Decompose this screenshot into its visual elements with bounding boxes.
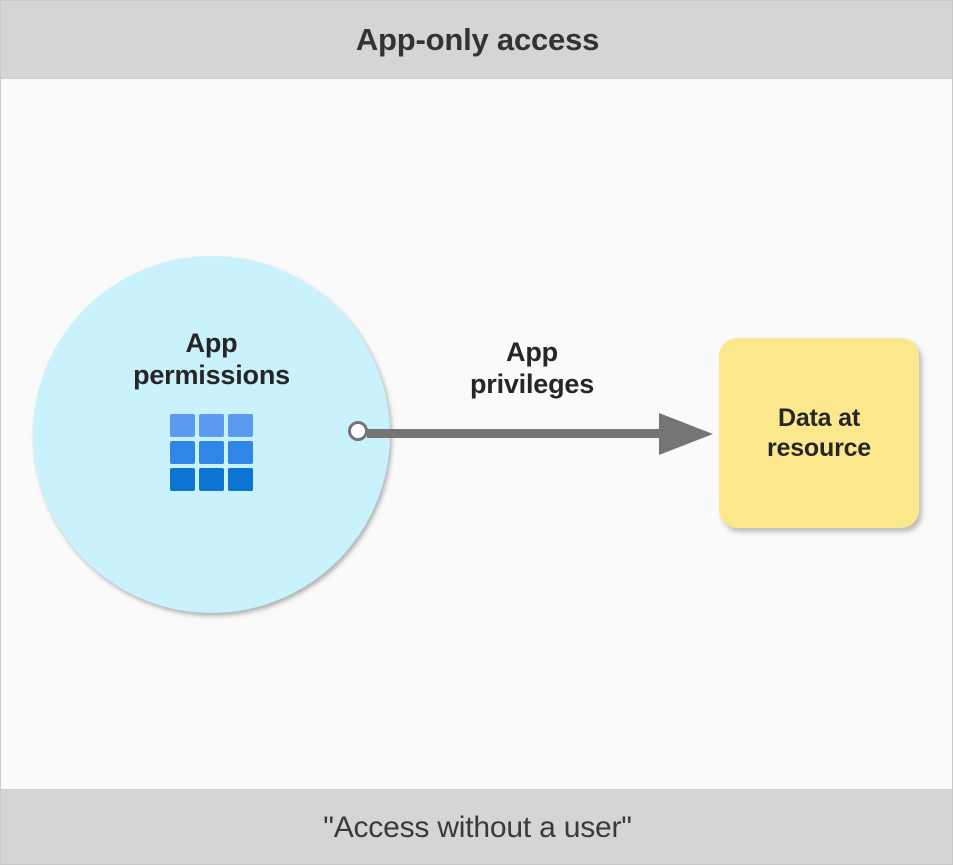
- diagram-canvas: App permissions App privileges D: [1, 79, 952, 789]
- diagram-header-band: App-only access: [1, 1, 952, 79]
- grid-cell: [170, 440, 195, 464]
- grid-cell: [228, 413, 253, 437]
- grid-cell: [199, 440, 224, 464]
- diagram-footer-band: "Access without a user": [1, 789, 952, 864]
- grid-cell: [228, 440, 253, 464]
- grid-cell: [199, 413, 224, 437]
- node-data-at-resource[interactable]: Data at resource: [719, 338, 919, 528]
- page-title: App-only access: [355, 22, 600, 57]
- node-data-at-resource-label: Data at resource: [766, 404, 871, 462]
- node-app-permissions-label: App permissions: [133, 328, 290, 390]
- edge-label-app-privileges: App privileges: [469, 337, 595, 399]
- grid-cell: [199, 467, 224, 491]
- node-app-permissions[interactable]: App permissions: [33, 256, 390, 613]
- grid-cell: [170, 413, 195, 437]
- diagram-caption: "Access without a user": [323, 811, 632, 844]
- grid-cell: [228, 467, 253, 491]
- edge-source-connector-icon: [348, 421, 368, 441]
- grid-3x3-icon: [170, 413, 253, 491]
- edge-arrow-app-privileges: [367, 413, 713, 455]
- grid-cell: [170, 467, 195, 491]
